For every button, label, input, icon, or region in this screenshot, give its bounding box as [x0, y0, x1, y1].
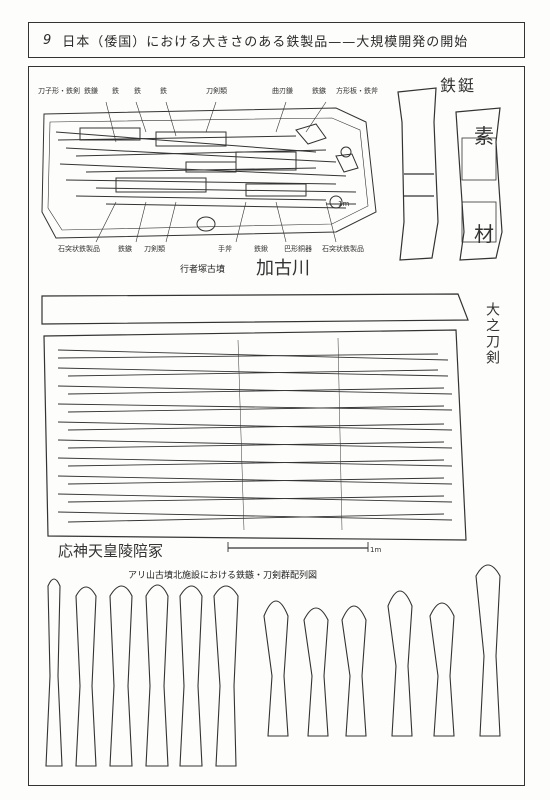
- lower-label-4: 手斧: [218, 245, 232, 253]
- upper-label-3: 鉄: [112, 87, 119, 95]
- lower-label-7: 石突状鉄製品: [322, 245, 364, 253]
- lower-label-1: 石突状鉄製品: [58, 245, 100, 253]
- upper-label-8: 鉄鏃: [312, 87, 326, 95]
- scale-label-1: 1m: [338, 200, 350, 208]
- title-number: 9: [43, 32, 53, 48]
- material-label-bottom: 材: [474, 222, 494, 246]
- scale-label-2: 1m: [370, 546, 382, 554]
- lower-label-2: 鉄鏃: [118, 245, 132, 253]
- material-label-top: 素: [474, 124, 494, 148]
- caption-tomb: 行者塚古墳: [180, 265, 226, 275]
- upper-label-5: 鉄: [160, 87, 167, 95]
- handwritten-tomb-name: 応神天皇陵陪冢: [58, 542, 164, 560]
- iron-ingot-drawing: [397, 87, 503, 261]
- page-title: 9 日本（倭国）における大きさのある鉄製品——大規模開発の開始: [28, 22, 525, 58]
- content-frame: [28, 66, 525, 786]
- upper-label-4: 鉄: [134, 87, 141, 95]
- upper-label-1: 刀子形・鉄剣: [38, 87, 80, 95]
- upper-label-9: 方形板・鉄斧: [336, 87, 378, 95]
- title-text: 日本（倭国）における大きさのある鉄製品——大規模開発の開始: [62, 34, 469, 50]
- lower-label-6: 巴形銅器: [284, 245, 312, 253]
- side-label-swords: 大之刀剣: [484, 302, 500, 366]
- side-label-ingot: 鉄鋌: [440, 76, 477, 95]
- lower-label-5: 鉄鍬: [254, 245, 268, 253]
- caption-sword-array: アリ山古墳北施設における鉄鏃・刀剣群配列図: [128, 571, 318, 581]
- lower-label-3: 刀剣類: [144, 245, 165, 253]
- upper-label-2: 鉄鎌: [84, 87, 98, 95]
- upper-label-6: 刀剣類: [206, 87, 227, 95]
- upper-label-7: 曲刃鎌: [272, 87, 293, 95]
- sword-array-drawing: [41, 293, 469, 552]
- tomb-plan-drawing: [41, 101, 377, 243]
- handwritten-place: 加古川: [256, 258, 310, 279]
- arrowhead-row-drawing: [45, 564, 501, 767]
